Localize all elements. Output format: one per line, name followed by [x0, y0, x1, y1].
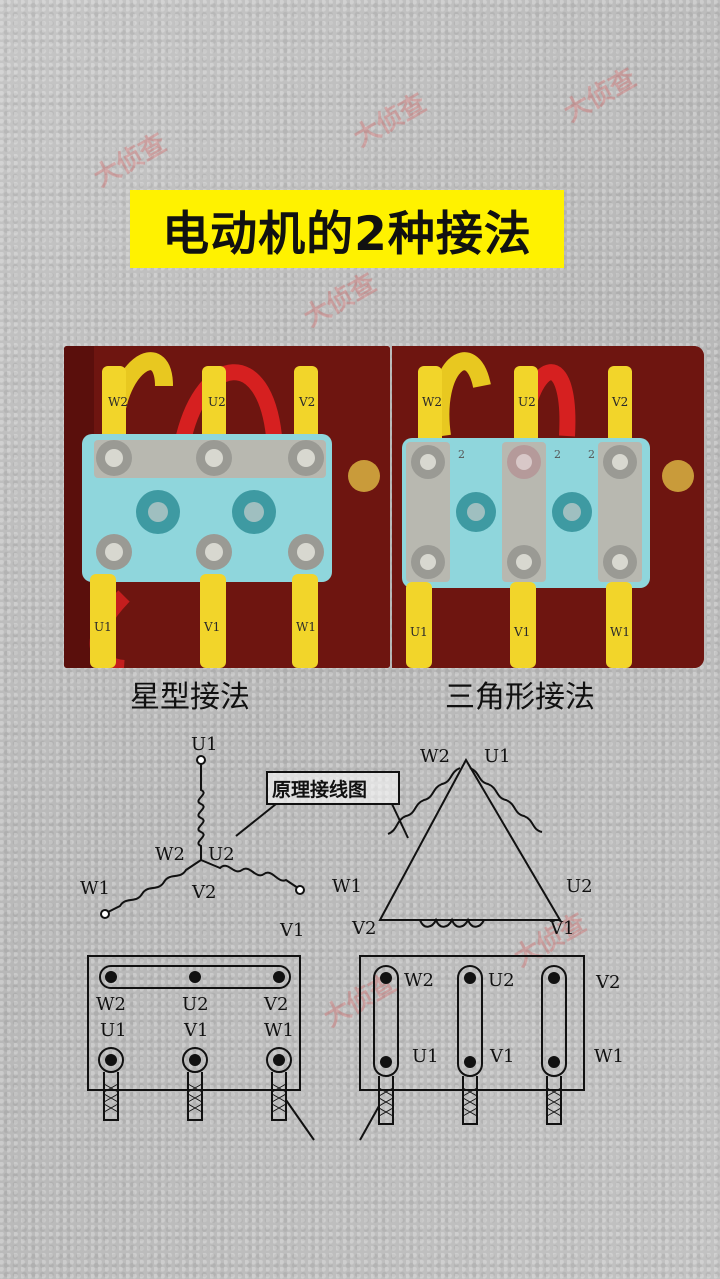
photo-label: V2	[611, 395, 628, 409]
plate-label: 2	[458, 448, 465, 461]
photo-label: U1	[94, 620, 112, 634]
star-box-top-label: V2	[263, 994, 288, 1015]
page-title: 电动机的2种接法	[130, 190, 564, 268]
watermark: 大侦查	[558, 63, 642, 129]
delta-box-bottom-label: W1	[594, 1046, 624, 1067]
delta-label-u2: U2	[566, 876, 593, 897]
delta-label-v1: V1	[549, 918, 574, 939]
star-box-bottom-label: W1	[264, 1020, 294, 1041]
plate-label: 2	[588, 448, 595, 461]
star-label-w2: W2	[155, 844, 185, 865]
star-label-w1: W1	[80, 878, 110, 899]
delta-label-w1: W1	[332, 876, 362, 897]
delta-box-bottom-label: V1	[489, 1046, 514, 1067]
photo-label: W2	[422, 395, 442, 409]
delta-box-top-label: V2	[595, 972, 620, 993]
wiring-schematic: U1 W2 U2 V2 W1 V1 原理接线图 W2 U1 W1 U2 V2 V…	[80, 734, 624, 1141]
star-caption: 星型接法	[130, 680, 250, 715]
delta-box-top-label: W2	[404, 970, 434, 991]
delta-label-w2: W2	[420, 746, 450, 767]
photo-label: W1	[296, 620, 316, 634]
delta-caption: 三角形接法	[445, 680, 595, 715]
photo-label: U2	[208, 395, 226, 409]
delta-box-top-label: U2	[488, 970, 515, 991]
photo-label: V1	[513, 625, 530, 639]
photo-label: U2	[518, 395, 536, 409]
star-connection-photo: W2 U2 V2 U1 V1 W1	[64, 346, 390, 668]
star-box-top-label: U2	[182, 994, 209, 1015]
star-box-bottom-label: U1	[100, 1020, 127, 1041]
plate-label: 2	[554, 448, 561, 461]
watermark: 大侦查	[88, 128, 172, 194]
photo-label: W2	[108, 395, 128, 409]
star-label-u2: U2	[208, 844, 235, 865]
star-box-bottom-label: V1	[183, 1020, 208, 1041]
callout-label: 原理接线图	[272, 778, 367, 801]
watermark: 大侦查	[348, 88, 432, 154]
star-label-v2: V2	[191, 882, 216, 903]
delta-box-bottom-label: U1	[412, 1046, 439, 1067]
star-box-top-label: W2	[96, 994, 126, 1015]
delta-connection-photo: 2 2 2 W2 U2 V2 U1 V1 W1	[392, 346, 704, 668]
photo-label: V1	[203, 620, 220, 634]
star-label-v1: V1	[279, 920, 304, 941]
photo-label: W1	[610, 625, 630, 639]
photo-label: U1	[410, 625, 428, 639]
star-label-u1: U1	[191, 734, 218, 755]
delta-label-u1: U1	[484, 746, 511, 767]
delta-label-v2: V2	[351, 918, 376, 939]
photo-label: V2	[298, 395, 315, 409]
watermark: 大侦查	[298, 268, 382, 334]
